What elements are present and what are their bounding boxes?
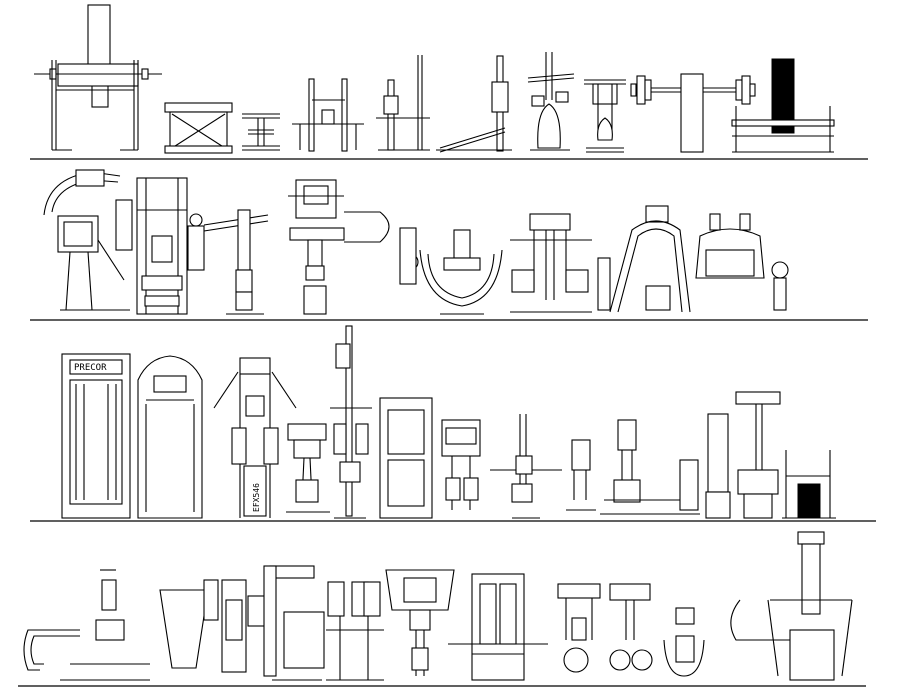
upright-bike	[286, 423, 330, 513]
leg-press	[43, 169, 133, 311]
plyo-box	[164, 102, 233, 154]
glute-machine	[326, 581, 384, 681]
bench-press	[34, 4, 162, 151]
chair	[782, 450, 836, 519]
lat-station	[187, 209, 269, 315]
leg-curl	[695, 213, 789, 311]
dumbbell-press	[584, 79, 626, 153]
ab-machine	[399, 227, 503, 315]
dip-machine	[767, 531, 853, 681]
seated-bench	[705, 413, 731, 519]
olympic-tree	[527, 52, 575, 151]
cable-tower	[136, 177, 188, 315]
step-platform	[242, 113, 280, 151]
back-extension	[600, 419, 700, 515]
squat-stand	[292, 78, 364, 152]
pulley-row	[247, 565, 325, 681]
shoulder-press	[385, 569, 455, 676]
stool	[735, 391, 781, 519]
treadmill-a: PRECOR	[61, 353, 131, 519]
ball-press-a	[609, 583, 653, 671]
arm-curl	[730, 599, 800, 641]
stepper	[379, 397, 433, 519]
calf-raise	[23, 569, 150, 681]
hack-squat	[597, 205, 691, 313]
leg-extension	[159, 579, 247, 673]
barbell	[630, 73, 756, 153]
row-machine	[510, 213, 592, 313]
butterfly	[448, 573, 548, 681]
preacher-curl	[566, 439, 596, 511]
dip-station	[376, 55, 430, 151]
smith-column	[330, 325, 372, 519]
crossover-cage	[557, 583, 601, 673]
elliptical	[441, 419, 481, 510]
pec-deck	[490, 414, 562, 519]
treadmill-brand-label: PRECOR	[74, 363, 107, 373]
ball-press-b	[663, 607, 705, 677]
chest-press	[288, 179, 390, 315]
treadmill-b	[137, 355, 203, 519]
equipment-code-label: EFX546	[252, 483, 261, 512]
multi-gym: EFX546	[213, 357, 297, 518]
plate-bench	[731, 58, 835, 153]
squat-rack	[436, 55, 512, 153]
